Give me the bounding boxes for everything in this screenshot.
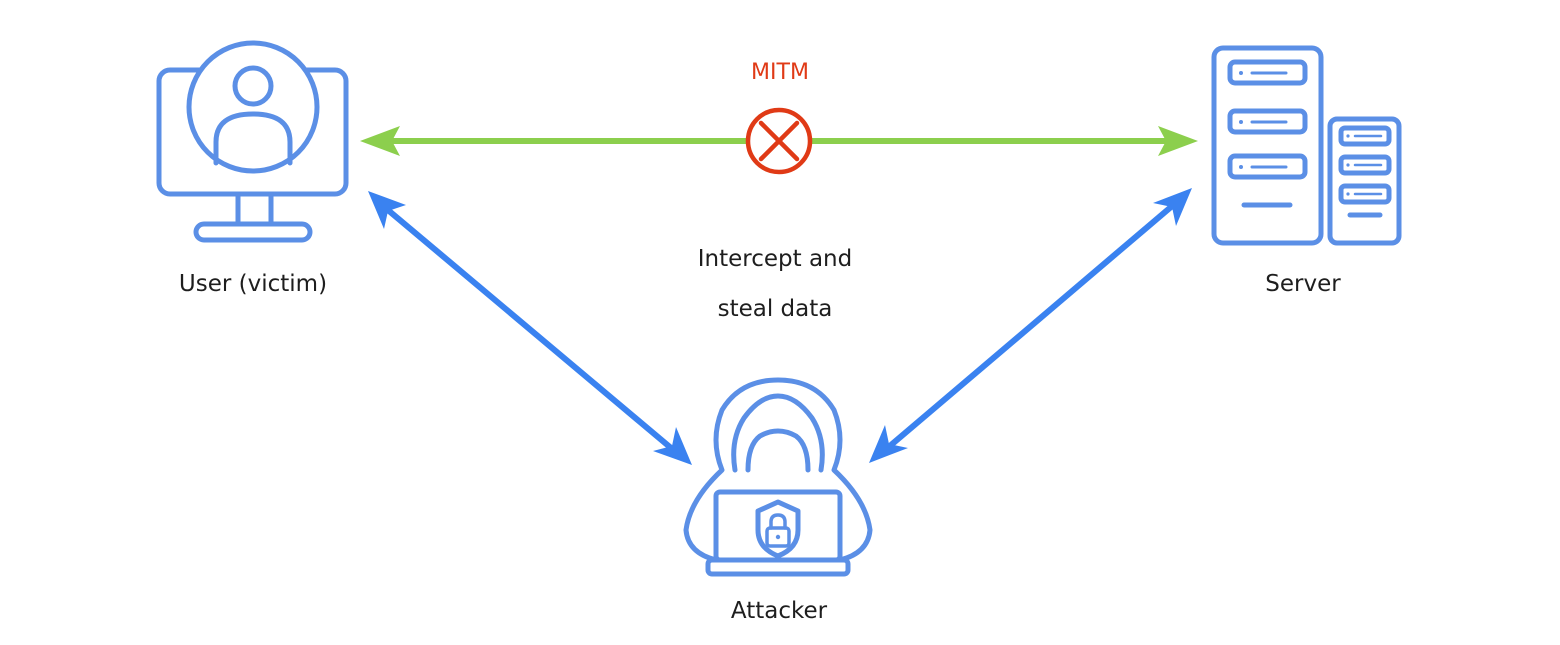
user-label: User (victim) xyxy=(178,271,328,297)
intercept-label-line2: steal data xyxy=(717,296,833,322)
server-rack-icon xyxy=(1211,45,1402,246)
server-label: Server xyxy=(1265,271,1341,297)
mitm-label: MITM xyxy=(751,60,809,85)
monitor-user-icon xyxy=(156,40,349,243)
intercept-label-line1: Intercept and xyxy=(697,246,853,272)
server-attacker-arrow xyxy=(869,188,1192,463)
hacker-laptop-icon xyxy=(683,377,873,577)
blocked-x-icon xyxy=(745,107,813,175)
attacker-label: Attacker xyxy=(730,598,828,624)
user-attacker-arrow xyxy=(368,191,692,465)
